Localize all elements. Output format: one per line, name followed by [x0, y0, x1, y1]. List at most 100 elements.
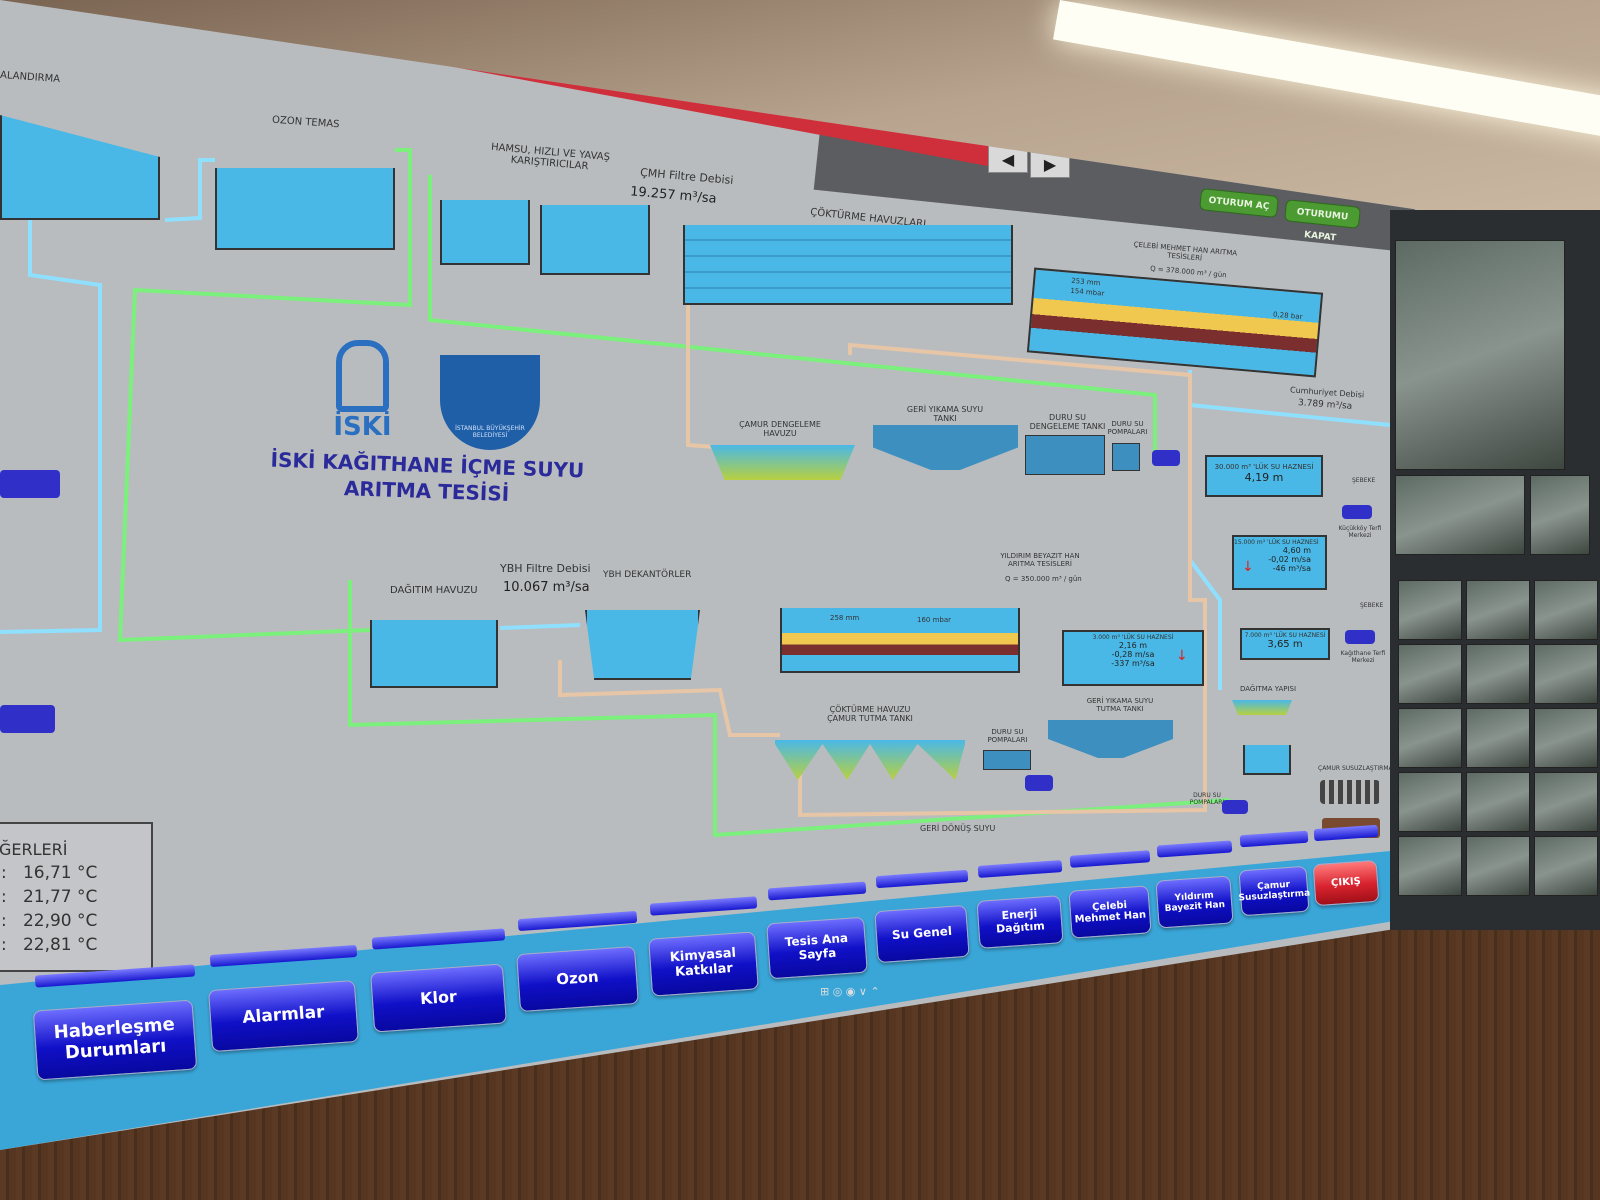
camera-feed[interactable]	[1534, 644, 1598, 704]
reservoir-level: 2,16 m	[1118, 641, 1148, 650]
menu-button-12[interactable]: ÇIKIŞ	[1312, 859, 1380, 907]
label-geri-yikama-tutma: GERİ YIKAMA SUYU TUTMA TANKI	[1086, 697, 1154, 713]
camera-feed[interactable]	[1398, 772, 1462, 832]
ibb-logo-text: İSTANBUL BÜYÜKŞEHİR BELEDİYESİ	[455, 425, 525, 439]
reservoir-3000: 3.000 m³ 'LÜK SU HAZNESİ 2,16 m -0,28 m/…	[1062, 630, 1204, 686]
yildirim-pressure: 160 mbar	[917, 616, 952, 624]
temperature-row: : 22,81 °C	[1, 935, 98, 955]
reservoir-level: 3,65 m	[1267, 639, 1303, 650]
yildirim-level: 258 mm	[830, 614, 860, 622]
temperature-panel: ĞERLERİ : 16,71 °C : 21,77 °C : 22,90 °C…	[0, 822, 153, 972]
reservoir-level: 4,19 m	[1244, 471, 1284, 484]
camera-feed[interactable]	[1534, 580, 1598, 640]
iski-logo-mark	[336, 340, 389, 412]
green-pipe	[348, 580, 1231, 838]
tank-duru-pompa	[1112, 443, 1140, 471]
camera-wall	[1390, 210, 1600, 930]
camera-feed[interactable]	[1398, 644, 1462, 704]
tank-mixer-1	[440, 200, 530, 265]
celebi-bar: 0,28 bar	[1272, 310, 1303, 322]
menu-button-11[interactable]: Çamur Susuzlaştırma	[1238, 865, 1310, 917]
menu-button-4[interactable]: Ozon	[516, 945, 639, 1013]
camera-feed[interactable]	[1534, 772, 1598, 832]
label-sebeke-1: ŞEBEKE	[1352, 477, 1376, 484]
reservoir-rate: -0,28 m/sa	[1111, 650, 1155, 659]
label-duru-dengeleme: DURU SU DENGELEME TANKI	[1029, 413, 1106, 431]
menu-button-10[interactable]: Yıldırım Bayezit Han	[1155, 875, 1234, 929]
menu-button-6[interactable]: Tesis Ana Sayfa	[766, 916, 868, 980]
celebi-pressure: 154 mbar	[1070, 286, 1105, 298]
tank-dagitma-yapisi	[1232, 700, 1292, 715]
arrow-down-icon: ↓	[1242, 559, 1254, 575]
value-ybh-filter: 10.067 m³/sa	[503, 580, 590, 595]
camera-feed[interactable]	[1395, 240, 1565, 470]
pipe-diagram	[0, 148, 1391, 838]
label-geri-donus: GERİ DÖNÜŞ SUYU	[920, 824, 996, 833]
camera-feed[interactable]	[1534, 836, 1598, 896]
label-duru-pompalar-3: DURU SU POMPALARI	[1189, 792, 1225, 806]
label-yildirim-q: Q = 350.000 m³ / gün	[1005, 575, 1082, 583]
tank-duru-dengeleme	[1025, 435, 1105, 475]
filter-yildirim: 258 mm 160 mbar	[780, 608, 1020, 673]
camera-feed[interactable]	[1466, 644, 1530, 704]
camera-feed[interactable]	[1466, 708, 1530, 768]
temperature-row: : 16,71 °C	[1, 863, 98, 883]
camera-feed[interactable]	[1466, 836, 1530, 896]
blower-icon[interactable]	[0, 470, 60, 498]
tank-mixer-2	[540, 205, 650, 275]
label-yildirim: YILDIRIM BEYAZIT HAN ARITMA TESİSLERİ	[1000, 552, 1080, 568]
camera-feed[interactable]	[1534, 708, 1598, 768]
temperature-value: 22,90 °C	[22, 911, 98, 931]
blue-pipe	[0, 210, 102, 634]
tank-ozon-temas	[215, 168, 395, 250]
blue-pipe	[164, 158, 215, 222]
pump-icon[interactable]	[1152, 450, 1180, 466]
pump-icon[interactable]	[1342, 505, 1372, 519]
camera-feed[interactable]	[1530, 475, 1590, 555]
label-duru-pompalar-2: DURU SU POMPALARI	[987, 728, 1028, 744]
green-pipe	[428, 175, 1157, 460]
pump-icon[interactable]	[1025, 775, 1053, 791]
camera-feed[interactable]	[1398, 836, 1462, 896]
label-camur-susuz: ÇAMUR SUSUZLAŞTIRMA	[1318, 765, 1393, 772]
sludge-pipe	[686, 300, 716, 449]
camera-feed[interactable]	[1395, 475, 1525, 555]
reservoir-name: 15.000 m³ 'LÜK SU HAZNESİ	[1234, 539, 1319, 546]
reservoir-name: 3.000 m³ 'LÜK SU HAZNESİ	[1092, 634, 1174, 641]
reservoir-name: 30.000 m³ 'LÜK SU HAZNESİ	[1214, 463, 1314, 471]
reservoir-30000: 30.000 m³ 'LÜK SU HAZNESİ 4,19 m	[1205, 455, 1323, 497]
sludge-press-icon	[1320, 780, 1380, 804]
menu-button-2[interactable]: Alarmlar	[208, 979, 359, 1053]
menu-button-7[interactable]: Su Genel	[874, 904, 970, 964]
label-cokturme-camur: ÇÖKTÜRME HAVUZU ÇAMUR TUTMA TANKI	[827, 705, 913, 723]
label-geri-yikama: GERİ YIKAMA SUYU TANKI	[906, 405, 984, 423]
camera-feed[interactable]	[1466, 580, 1530, 640]
pump-icon[interactable]	[1222, 800, 1248, 814]
iski-logo: İSKİ	[330, 340, 395, 445]
camera-feed[interactable]	[1398, 580, 1462, 640]
camera-feed[interactable]	[1466, 772, 1530, 832]
menu-button-8[interactable]: Enerji Dağıtım	[976, 895, 1064, 949]
blower-icon[interactable]	[0, 705, 55, 733]
label-camur-dengeleme: ÇAMUR DENGELEME HAVUZU	[739, 420, 821, 438]
sludge-pipe	[558, 660, 780, 737]
label-ybh-dekantor: YBH DEKANTÖRLER	[603, 570, 692, 580]
menu-button-5[interactable]: Kimyasal Katkılar	[648, 931, 759, 997]
pump-icon[interactable]	[1345, 630, 1375, 644]
tank-duru-pompa-2	[983, 750, 1031, 770]
reservoir-flow: -337 m³/sa	[1111, 659, 1155, 668]
temperature-value: 22,81 °C	[22, 935, 98, 955]
windows-taskbar: ⊞ ◎ ◉ ∨ ⌃	[820, 985, 880, 998]
menu-button-1[interactable]: Haberleşme Durumları	[32, 999, 198, 1081]
iski-logo-text: İSKİ	[333, 412, 392, 442]
tank-camur-dengeleme	[710, 445, 855, 480]
sludge-pipe	[798, 342, 1207, 818]
menu-button-9[interactable]: Çelebi Mehmet Han	[1068, 885, 1152, 939]
menu-button-3[interactable]: Klor	[370, 963, 507, 1033]
label-sebeke-2: ŞEBEKE	[1360, 602, 1384, 609]
camera-feed[interactable]	[1398, 708, 1462, 768]
temperature-row: : 21,77 °C	[1, 887, 98, 907]
reservoir-flow: -46 m³/sa	[1272, 564, 1311, 573]
reservoir-name: 7.000 m³ 'LÜK SU HAZNESİ	[1244, 632, 1326, 639]
reservoir-15000: 15.000 m³ 'LÜK SU HAZNESİ 4,60 m -0,02 m…	[1232, 535, 1327, 590]
